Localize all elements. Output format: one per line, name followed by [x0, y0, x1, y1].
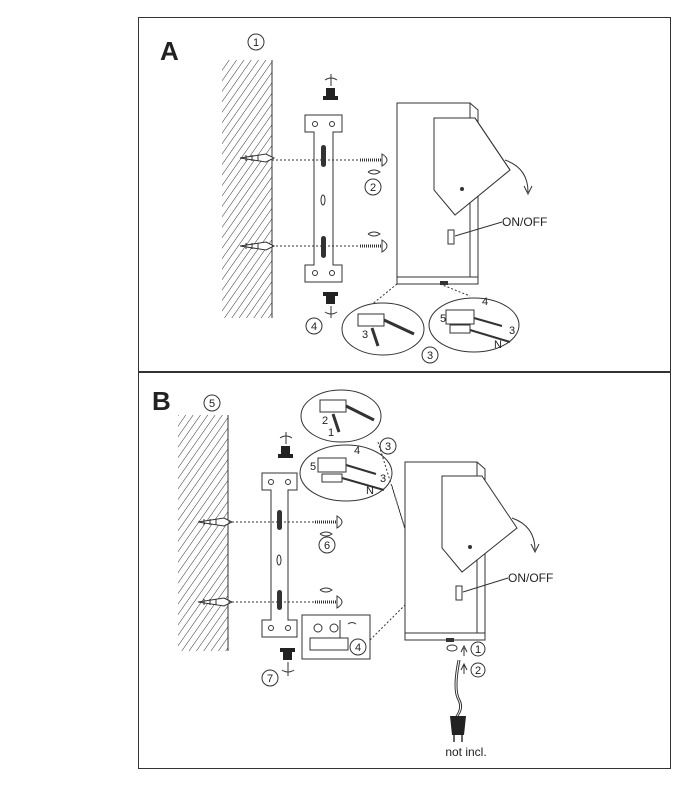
screw-upper-b — [315, 515, 343, 529]
terminal-block-detail-a: 3 — [341, 302, 425, 356]
power-cord — [446, 644, 468, 717]
terminal-label-b2: 2 — [322, 415, 328, 427]
tilt-arrow-icon — [511, 517, 536, 551]
terminal-screws-detail-b: 4 5 3 N — [299, 444, 393, 502]
step-number-a3: 3 — [427, 350, 433, 362]
detail-leader-a1 — [364, 283, 398, 311]
rotate-arrow-icon — [319, 587, 333, 593]
terminal-label-b3: 3 — [380, 473, 386, 485]
wall-anchor-lower-a — [239, 241, 276, 251]
step-circle-a3 — [421, 346, 439, 364]
wall-anchor-upper-a — [239, 153, 276, 163]
terminal-label-b4: 4 — [354, 445, 360, 457]
step-number-a4: 4 — [311, 321, 317, 333]
step-circle-b4 — [349, 638, 367, 656]
step-number-b7: 7 — [267, 673, 273, 685]
step-number-a2: 2 — [370, 182, 376, 194]
cap-screw-bottom-b — [280, 648, 295, 676]
panel-b-letter: B — [152, 386, 171, 416]
step-circle-a1 — [247, 33, 265, 51]
terminal-label-a4: 4 — [482, 296, 488, 308]
detail-leader-a2 — [439, 283, 471, 297]
screw-lower-b — [315, 595, 343, 609]
step-circle-a2 — [364, 178, 382, 196]
step-number-plug2: 2 — [475, 665, 481, 677]
cap-screw-top-b — [278, 432, 293, 458]
switch-leader-a — [454, 221, 503, 237]
terminal-label-an: N — [494, 339, 502, 351]
step-number-b6: 6 — [324, 540, 330, 552]
arrowhead-icon — [530, 543, 540, 554]
cable-clamp-detail-b — [301, 614, 371, 660]
tilt-arrow-icon — [504, 159, 529, 193]
step-circle-a4 — [305, 317, 323, 335]
step-number-b5: 5 — [209, 398, 215, 410]
terminal-label-bn: N — [366, 485, 374, 497]
lamp-housing-a — [396, 102, 511, 285]
step-circle-plug2 — [470, 662, 486, 678]
panel-a-letter: A — [160, 36, 179, 66]
step-circle-plug1 — [470, 641, 486, 657]
step-number-b3: 3 — [385, 441, 391, 453]
step-circle-b3 — [379, 437, 397, 455]
step-number-a1: 1 — [253, 37, 259, 49]
terminal-label-a5: 5 — [440, 313, 446, 325]
terminal-label-b1: 1 — [328, 427, 334, 439]
panel-b-frame — [138, 372, 671, 769]
panel-a: A 1 — [160, 33, 547, 364]
rotate-arrow-icon — [367, 231, 381, 237]
mounting-bracket-b — [261, 472, 298, 638]
arrowhead-icon — [523, 185, 533, 196]
panel-a-frame — [138, 17, 671, 372]
step-number-plug1: 1 — [475, 644, 481, 656]
terminal-label-a3b: 3 — [509, 325, 515, 337]
screw-upper-a — [360, 153, 388, 167]
wall-hatch-b — [178, 415, 228, 651]
step-number-b4: 4 — [355, 642, 361, 654]
terminal-label-a3: 3 — [362, 329, 368, 341]
detail-leader-b3 — [369, 599, 411, 641]
plug-note: not incl. — [445, 745, 486, 759]
terminal-screws-detail-a: 4 5 3 N — [428, 296, 520, 353]
terminal-block-detail-b: 2 1 — [300, 389, 382, 443]
cap-screw-bottom-a — [323, 292, 338, 318]
switch-leader-b — [462, 577, 509, 593]
switch-label-b: ON/OFF — [508, 571, 553, 585]
step-circle-b7 — [261, 669, 279, 687]
screw-lower-a — [360, 239, 388, 253]
mounting-bracket-a — [304, 114, 343, 283]
plug-icon — [450, 716, 466, 742]
wall-hatch-a — [222, 60, 272, 318]
lamp-housing-b — [404, 461, 518, 642]
panel-b: B 5 — [152, 386, 553, 759]
terminal-label-b5: 5 — [310, 461, 316, 473]
switch-label-a: ON/OFF — [502, 215, 547, 229]
rotate-arrow-icon — [367, 169, 381, 175]
step-circle-b5 — [203, 394, 221, 412]
step-circle-b6 — [318, 536, 336, 554]
rotate-arrow-icon — [319, 531, 333, 537]
cap-screw-top-a — [323, 74, 338, 100]
